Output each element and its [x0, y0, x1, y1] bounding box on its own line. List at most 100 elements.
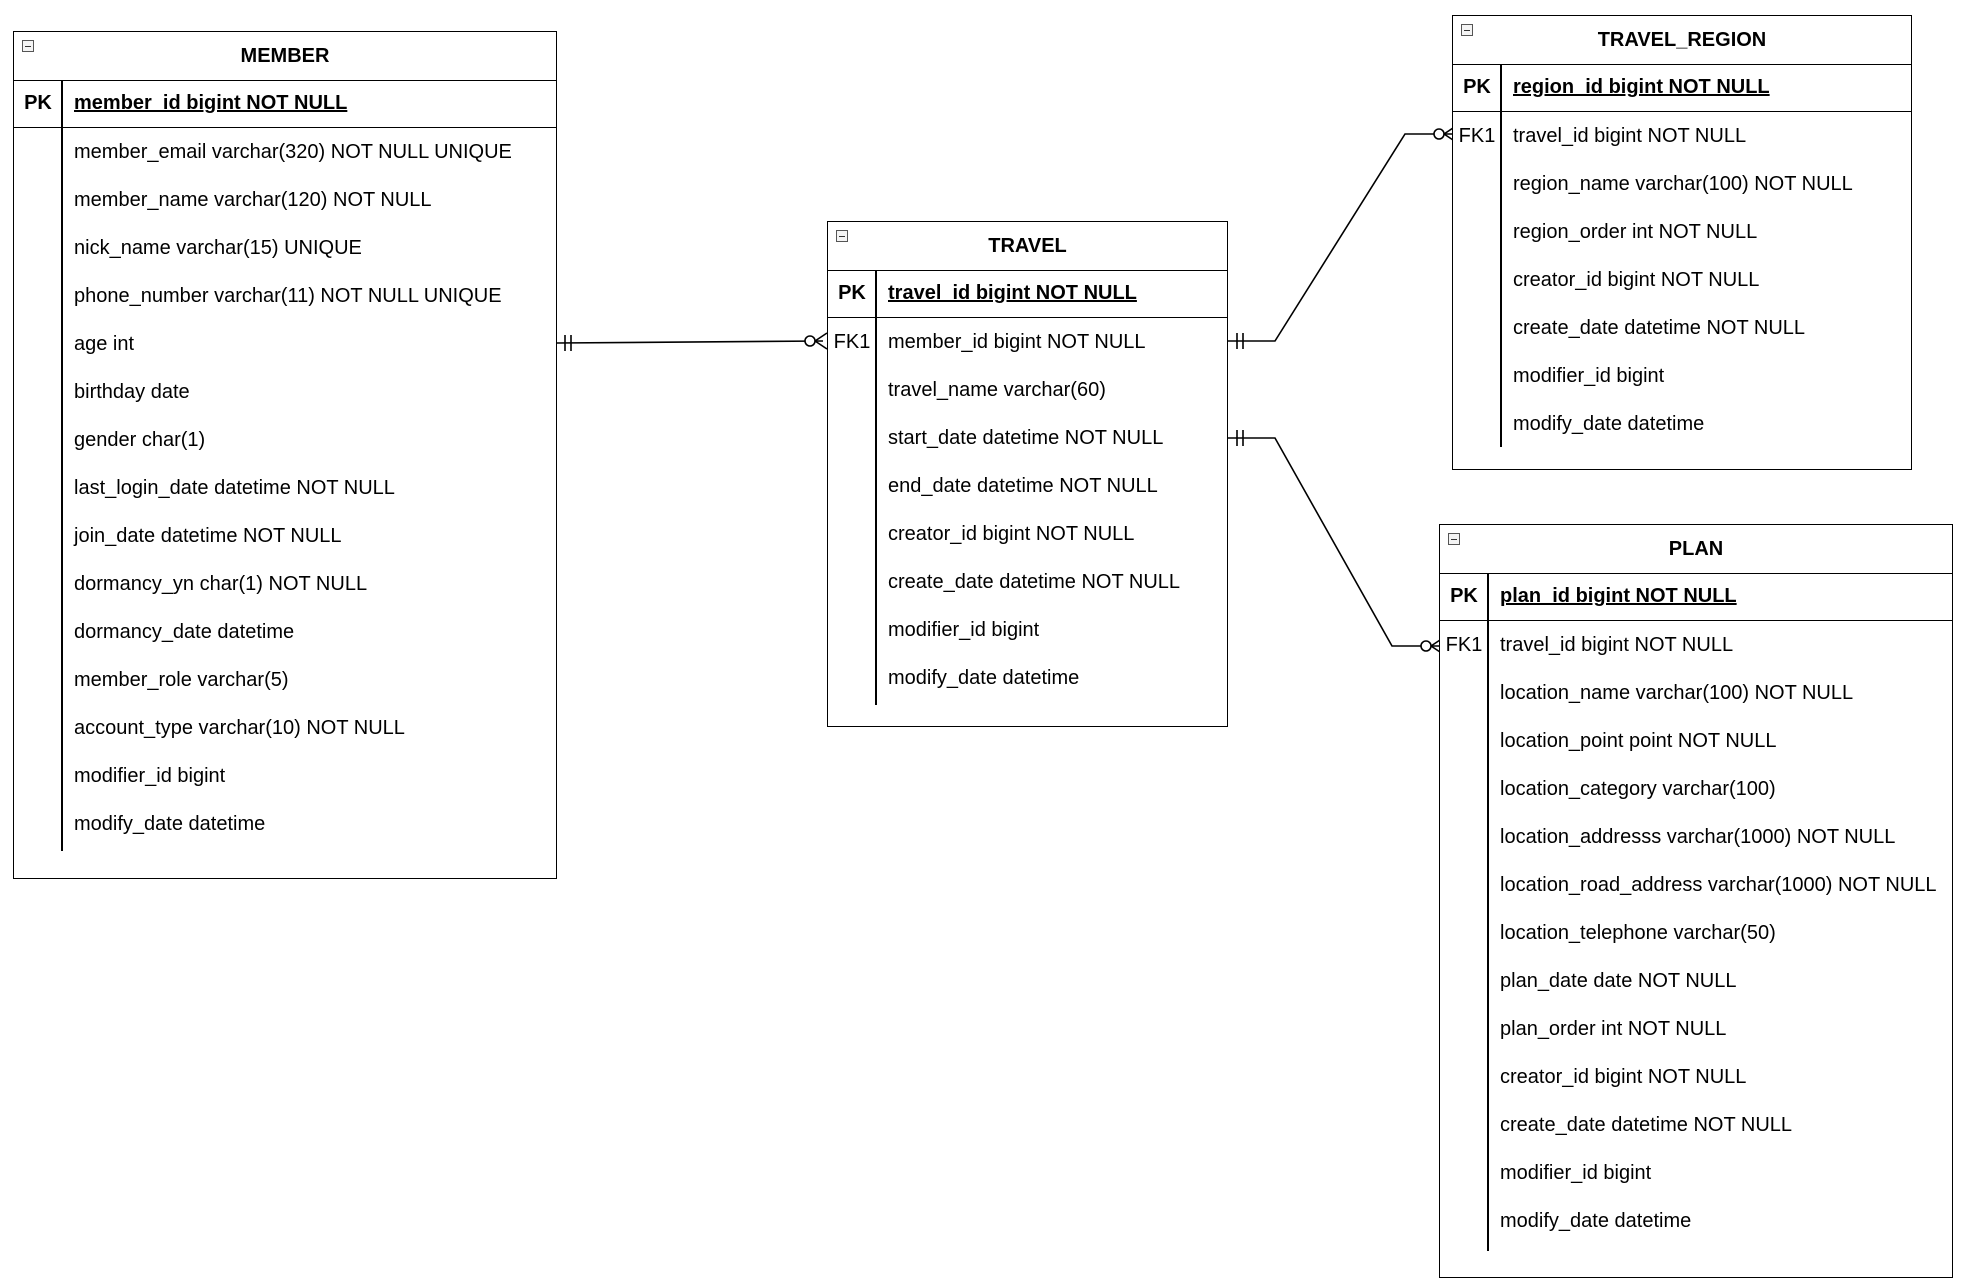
- field-row[interactable]: FK1 member_id bigint NOT NULL: [828, 318, 1227, 366]
- field-row[interactable]: location_category varchar(100): [1440, 765, 1952, 813]
- field-definition: plan_date date NOT NULL: [1500, 970, 1737, 992]
- field-definition: location_name varchar(100) NOT NULL: [1500, 682, 1854, 704]
- collapse-icon[interactable]: [1461, 24, 1473, 36]
- field-row[interactable]: modifier_id bigint: [1440, 1149, 1952, 1197]
- collapse-icon[interactable]: [1448, 533, 1460, 545]
- divider: [875, 318, 877, 705]
- entity-travel-region[interactable]: TRAVEL_REGION PK region_id bigint NOT NU…: [1452, 15, 1912, 470]
- field-definition: member_role varchar(5): [74, 669, 289, 691]
- field-row[interactable]: create_date datetime NOT NULL: [828, 558, 1227, 606]
- field-definition: phone_number varchar(11) NOT NULL UNIQUE: [74, 285, 502, 307]
- divider: [61, 128, 63, 851]
- field-row[interactable]: location_addresss varchar(1000) NOT NULL: [1440, 813, 1952, 861]
- field-definition: dormancy_yn char(1) NOT NULL: [74, 573, 368, 595]
- field-definition: plan_order int NOT NULL: [1500, 1018, 1727, 1040]
- field-definition: travel_id bigint NOT NULL: [1513, 125, 1747, 147]
- entity-title: TRAVEL: [988, 235, 1067, 257]
- field-row[interactable]: start_date datetime NOT NULL: [828, 414, 1227, 462]
- field-row[interactable]: location_road_address varchar(1000) NOT …: [1440, 861, 1952, 909]
- field-definition: location_road_address varchar(1000) NOT …: [1500, 874, 1937, 896]
- entity-title: TRAVEL_REGION: [1597, 29, 1767, 51]
- primary-key-row[interactable]: PK member_id bigint NOT NULL: [14, 80, 556, 128]
- field-row[interactable]: modify_date datetime: [1453, 400, 1911, 448]
- field-row[interactable]: creator_id bigint NOT NULL: [828, 510, 1227, 558]
- relationship-member-travel: [556, 332, 828, 351]
- field-row[interactable]: plan_order int NOT NULL: [1440, 1005, 1952, 1053]
- field-row[interactable]: account_type varchar(10) NOT NULL: [14, 704, 556, 752]
- field-row[interactable]: create_date datetime NOT NULL: [1453, 304, 1911, 352]
- field-row[interactable]: birthday date: [14, 368, 556, 416]
- field-row[interactable]: create_date datetime NOT NULL: [1440, 1101, 1952, 1149]
- field-definition: modify_date datetime: [1513, 413, 1705, 435]
- entity-member[interactable]: MEMBER PK member_id bigint NOT NULL memb…: [13, 31, 557, 879]
- divider: [61, 81, 63, 127]
- field-definition: location_telephone varchar(50): [1500, 922, 1776, 944]
- field-row[interactable]: modify_date datetime: [1440, 1197, 1952, 1245]
- field-row[interactable]: creator_id bigint NOT NULL: [1453, 256, 1911, 304]
- field-row[interactable]: location_telephone varchar(50): [1440, 909, 1952, 957]
- field-row[interactable]: modifier_id bigint: [1453, 352, 1911, 400]
- field-row[interactable]: dormancy_yn char(1) NOT NULL: [14, 560, 556, 608]
- pk-field: member_id bigint NOT NULL: [74, 92, 348, 114]
- field-row[interactable]: join_date datetime NOT NULL: [14, 512, 556, 560]
- field-row[interactable]: plan_date date NOT NULL: [1440, 957, 1952, 1005]
- field-row[interactable]: member_name varchar(120) NOT NULL: [14, 176, 556, 224]
- field-definition: birthday date: [74, 381, 190, 403]
- field-row[interactable]: region_name varchar(100) NOT NULL: [1453, 160, 1911, 208]
- primary-key-row[interactable]: PK travel_id bigint NOT NULL: [828, 270, 1227, 318]
- pk-label: PK: [1450, 585, 1478, 607]
- pk-label: PK: [24, 92, 52, 114]
- field-definition: region_name varchar(100) NOT NULL: [1513, 173, 1853, 195]
- field-definition: end_date datetime NOT NULL: [888, 475, 1158, 497]
- field-definition: modifier_id bigint: [888, 619, 1040, 641]
- field-row[interactable]: FK1 travel_id bigint NOT NULL: [1453, 112, 1911, 160]
- field-key-label: FK1: [833, 331, 871, 353]
- field-definition: region_order int NOT NULL: [1513, 221, 1758, 243]
- field-row[interactable]: modify_date datetime: [828, 654, 1227, 702]
- pk-label: PK: [1463, 76, 1491, 98]
- field-definition: member_email varchar(320) NOT NULL UNIQU…: [74, 141, 512, 163]
- field-definition: location_addresss varchar(1000) NOT NULL: [1500, 826, 1896, 848]
- entity-title: PLAN: [1668, 538, 1724, 560]
- field-row[interactable]: member_role varchar(5): [14, 656, 556, 704]
- field-row[interactable]: region_order int NOT NULL: [1453, 208, 1911, 256]
- field-definition: modify_date datetime: [1500, 1210, 1692, 1232]
- field-row[interactable]: end_date datetime NOT NULL: [828, 462, 1227, 510]
- pk-field: travel_id bigint NOT NULL: [888, 282, 1137, 304]
- field-row[interactable]: location_point point NOT NULL: [1440, 717, 1952, 765]
- divider: [1487, 621, 1489, 1251]
- field-key-label: FK1: [1458, 125, 1496, 147]
- entity-title: MEMBER: [240, 45, 330, 67]
- field-row[interactable]: nick_name varchar(15) UNIQUE: [14, 224, 556, 272]
- field-row[interactable]: last_login_date datetime NOT NULL: [14, 464, 556, 512]
- field-definition: create_date datetime NOT NULL: [1513, 317, 1806, 339]
- field-definition: creator_id bigint NOT NULL: [1513, 269, 1760, 291]
- primary-key-row[interactable]: PK region_id bigint NOT NULL: [1453, 64, 1911, 112]
- field-list: FK1 member_id bigint NOT NULL travel_name …: [828, 318, 1227, 702]
- field-row[interactable]: phone_number varchar(11) NOT NULL UNIQUE: [14, 272, 556, 320]
- field-row[interactable]: location_name varchar(100) NOT NULL: [1440, 669, 1952, 717]
- field-definition: gender char(1): [74, 429, 206, 451]
- field-definition: member_id bigint NOT NULL: [888, 331, 1146, 353]
- field-row[interactable]: travel_name varchar(60): [828, 366, 1227, 414]
- field-definition: last_login_date datetime NOT NULL: [74, 477, 395, 499]
- relationship-travel-travel-region: [1228, 125, 1457, 349]
- field-row[interactable]: gender char(1): [14, 416, 556, 464]
- relationship-travel-plan: [1228, 430, 1444, 655]
- collapse-icon[interactable]: [836, 230, 848, 242]
- divider: [1500, 65, 1502, 111]
- field-row[interactable]: dormancy_date datetime: [14, 608, 556, 656]
- field-key-label: FK1: [1445, 634, 1483, 656]
- field-row[interactable]: modify_date datetime: [14, 800, 556, 848]
- field-definition: location_category varchar(100): [1500, 778, 1776, 800]
- field-row[interactable]: modifier_id bigint: [14, 752, 556, 800]
- collapse-icon[interactable]: [22, 40, 34, 52]
- entity-travel[interactable]: TRAVEL PK travel_id bigint NOT NULL FK1 m…: [827, 221, 1228, 727]
- primary-key-row[interactable]: PK plan_id bigint NOT NULL: [1440, 573, 1952, 621]
- field-row[interactable]: age int: [14, 320, 556, 368]
- field-row[interactable]: member_email varchar(320) NOT NULL UNIQU…: [14, 128, 556, 176]
- field-row[interactable]: creator_id bigint NOT NULL: [1440, 1053, 1952, 1101]
- field-row[interactable]: modifier_id bigint: [828, 606, 1227, 654]
